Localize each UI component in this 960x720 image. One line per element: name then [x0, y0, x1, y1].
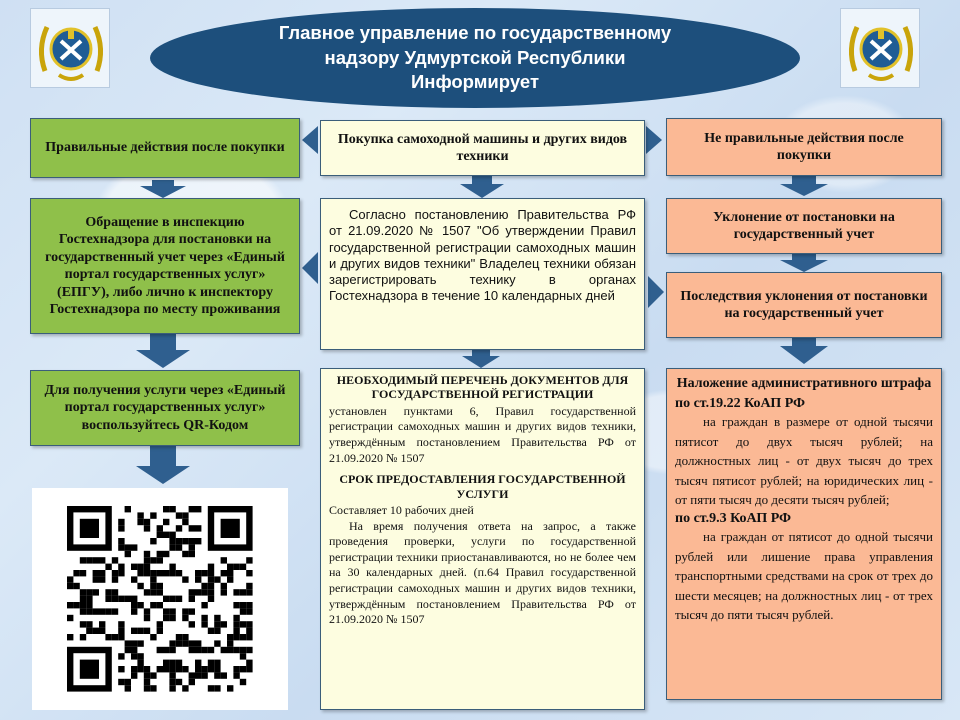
- arrow-right-top: [646, 126, 662, 154]
- right-step-1: Уклонение от постановки на государственн…: [666, 198, 942, 254]
- article-2: по ст.9.3 КоАП РФ: [675, 510, 792, 526]
- header-line-1: Главное управление по государственному: [278, 21, 672, 43]
- left-step-1: Обращение в инспекцию Гостехнадзора для …: [30, 198, 300, 334]
- qr-code-image: [67, 506, 253, 692]
- center-docs: НЕОБХОДИМЫЙ ПЕРЕЧЕНЬ ДОКУМЕНТОВ ДЛЯ ГОСУ…: [320, 368, 645, 710]
- center-heading-text: Покупка самоходной машины и других видов…: [337, 131, 628, 165]
- right-heading: Не правильные действия после покупки: [666, 118, 942, 176]
- left-heading-text: Правильные действия после покупки: [45, 140, 285, 156]
- arrow-down-left-3: [136, 446, 190, 484]
- left-heading: Правильные действия после покупки: [30, 118, 300, 178]
- term-note: На время получения ответа на запрос, а т…: [329, 518, 636, 627]
- arrow-down-center-1: [460, 176, 504, 198]
- header-line-3: Информирует: [410, 71, 540, 93]
- arrow-down-left-1: [140, 180, 186, 198]
- left-step-1-text: Обращение в инспекцию Гостехнадзора для …: [45, 214, 285, 318]
- right-step-1-text: Уклонение от постановки на государственн…: [713, 209, 895, 243]
- docs-text: установлен пунктами 6, Правил государств…: [329, 403, 636, 465]
- emblem-left-icon: [30, 8, 110, 88]
- term-title: СРОК ПРЕДОСТАВЛЕНИЯ ГОСУДАРСТВЕННОЙ УСЛУ…: [339, 472, 626, 501]
- arrow-down-right-2: [780, 254, 828, 272]
- article-2-text: на граждан от пятисот до одной тысячи ру…: [675, 529, 933, 622]
- header-title: Главное управление по государственному н…: [150, 8, 800, 108]
- right-fine: Наложение административного штрафа по ст…: [666, 368, 942, 700]
- emblem-right-icon: [840, 8, 920, 88]
- left-step-2-text: Для получения услуги через «Единый порта…: [44, 382, 286, 433]
- arrow-down-right-1: [780, 176, 828, 196]
- arrow-down-left-2: [136, 334, 190, 368]
- header-line-2: надзору Удмуртской Республики: [324, 46, 626, 68]
- qr-code[interactable]: [32, 488, 288, 710]
- arrow-down-center-2: [462, 350, 500, 368]
- article-1-text: на граждан в размере от одной тысячи пят…: [675, 414, 933, 507]
- fine-title: Наложение административного штрафа: [676, 376, 932, 391]
- right-heading-text: Не правильные действия после покупки: [704, 130, 904, 164]
- arrow-left-mid: [302, 252, 318, 284]
- arrow-left-top: [302, 126, 318, 154]
- article-1: по ст.19.22 КоАП РФ: [675, 395, 806, 411]
- center-info-text: Согласно постановлению Правительства РФ …: [329, 207, 636, 304]
- center-info: Согласно постановлению Правительства РФ …: [320, 198, 645, 350]
- term-text: Составляет 10 рабочих дней: [329, 502, 474, 517]
- arrow-right-mid: [648, 276, 664, 308]
- right-step-2: Последствия уклонения от постановки на г…: [666, 272, 942, 338]
- docs-title: НЕОБХОДИМЫЙ ПЕРЕЧЕНЬ ДОКУМЕНТОВ ДЛЯ ГОСУ…: [336, 373, 629, 402]
- right-step-2-text: Последствия уклонения от постановки на г…: [680, 288, 928, 322]
- arrow-down-right-3: [780, 338, 828, 364]
- center-heading: Покупка самоходной машины и других видов…: [320, 120, 645, 176]
- left-step-2: Для получения услуги через «Единый порта…: [30, 370, 300, 446]
